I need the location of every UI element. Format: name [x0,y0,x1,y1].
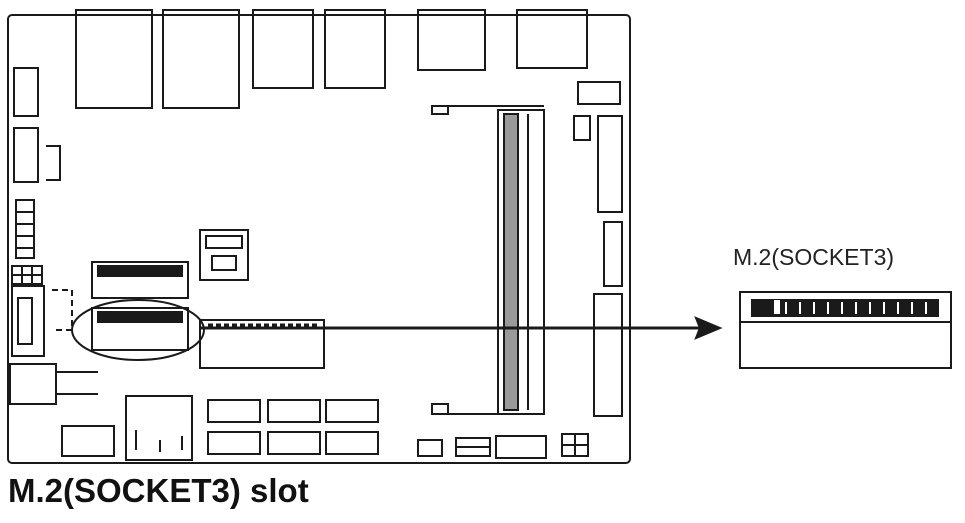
bottom-connectors [61,395,589,461]
rear-io-ports [75,9,588,109]
m2-highlight-ellipse [71,299,205,361]
io-port-1 [75,9,153,109]
sodimm-slot [431,105,545,415]
sata-connector [11,285,45,357]
sata-bracket [52,289,73,331]
pin-header-vertical [15,199,35,259]
io-port-3 [252,9,314,89]
callout-arrow-head [694,316,723,340]
diagram-caption: M.2(SOCKET3) slot [8,472,309,509]
sodimm-body [497,109,545,415]
power-connector [9,363,57,405]
right-side-connectors [573,81,623,417]
m2-connector-label: M.2(SOCKET3) [733,244,895,270]
io-port-5 [417,9,486,71]
header-top-left [13,67,39,117]
io-port-4 [324,9,386,89]
header-left-2 [13,127,39,183]
io-port-2 [162,9,240,109]
upper-connector-strip [91,261,189,299]
io-port-6 [516,9,588,69]
sodimm-contacts [503,113,519,411]
pin-header-row [199,319,325,369]
header-left-2-clip [46,145,61,181]
m2-connector-enlarged [739,291,952,369]
motherboard-outline [7,14,631,464]
m2-slot-on-board [71,299,205,361]
fan-header [199,229,249,281]
left-headers [9,67,98,405]
